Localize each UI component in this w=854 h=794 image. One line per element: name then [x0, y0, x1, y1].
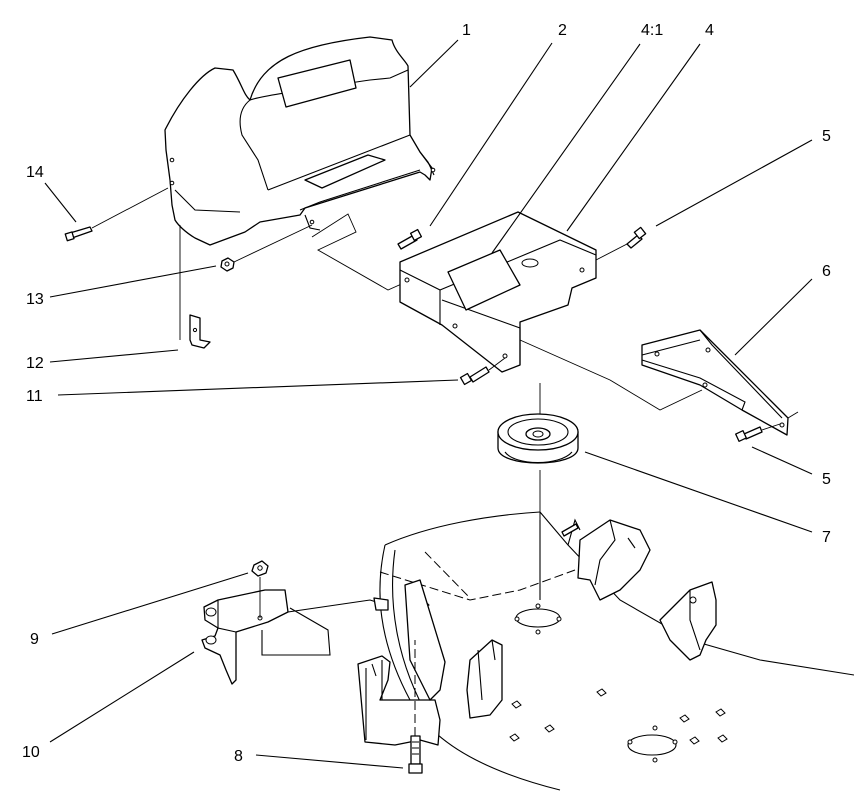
callout-8: 8 — [234, 748, 243, 765]
part-1-shroud — [164, 36, 436, 246]
callout-4: 4 — [705, 22, 714, 39]
deck-bracket-center — [466, 639, 503, 719]
callout-2: 2 — [558, 22, 567, 39]
part-11-bolt — [459, 366, 490, 386]
deck-bracket-right-1 — [577, 519, 651, 601]
leader-12 — [49, 349, 179, 363]
leader-5-top — [655, 139, 813, 227]
part-14-bolt — [64, 226, 93, 242]
leader-9 — [51, 572, 249, 635]
deck-bracket-left — [357, 655, 441, 746]
leader-13 — [49, 265, 217, 298]
leader-7 — [584, 451, 813, 533]
part-14-axis — [91, 187, 169, 229]
callout-1: 1 — [462, 22, 471, 39]
deck-pin — [561, 523, 579, 537]
deck-bracket-right-2 — [659, 581, 717, 661]
leader-5-bottom — [751, 446, 813, 475]
leader-1 — [409, 39, 459, 88]
callout-5-top: 5 — [822, 128, 831, 145]
part-4-mount-plate — [399, 211, 597, 373]
callout-11: 11 — [26, 388, 43, 405]
callout-14: 14 — [26, 164, 44, 181]
callout-5-bottom: 5 — [822, 471, 831, 488]
leader-10 — [49, 651, 195, 743]
part-5-bolt-bottom — [735, 426, 763, 442]
callout-10: 10 — [22, 744, 40, 761]
leader-14 — [44, 182, 77, 223]
leader-4 — [566, 43, 701, 232]
leader-8 — [255, 754, 404, 769]
callout-13: 13 — [26, 291, 44, 308]
callout-4-1: 4:1 — [641, 22, 663, 39]
leader-4-1 — [491, 43, 641, 254]
part-8-bolt — [408, 735, 423, 774]
part-12-bracket — [189, 314, 211, 349]
leader-6 — [734, 278, 813, 356]
callout-9: 9 — [30, 631, 39, 648]
part-2-bolt — [397, 228, 423, 250]
part-5-bolt-top — [626, 226, 647, 249]
leader-11 — [57, 379, 459, 396]
part-13-nut — [220, 257, 235, 272]
part-10-bracket — [201, 589, 389, 685]
part-9-nut — [251, 560, 269, 577]
callout-6: 6 — [822, 263, 831, 280]
callout-12: 12 — [26, 355, 44, 372]
callout-7: 7 — [822, 529, 831, 546]
leader-2 — [429, 42, 553, 227]
part-7-pulley — [497, 383, 579, 520]
part-6-angle-bracket — [641, 329, 789, 436]
